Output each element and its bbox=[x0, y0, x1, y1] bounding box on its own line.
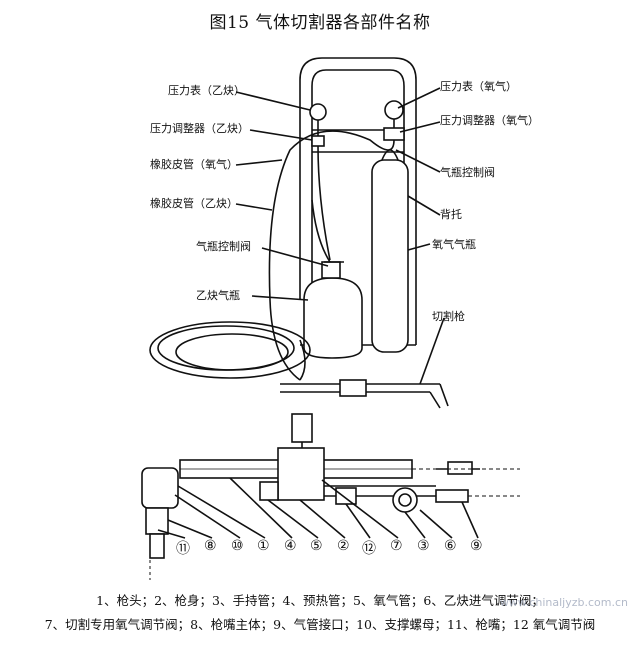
acetylene-valve bbox=[392, 487, 418, 513]
part-number: ⑨ bbox=[470, 538, 483, 554]
part-number: ⑥ bbox=[444, 538, 457, 554]
label-acetylene-cylinder: 乙炔气瓶 bbox=[196, 289, 240, 302]
part-number: ⑧ bbox=[204, 538, 217, 554]
part-number: ④ bbox=[284, 538, 297, 554]
part-number: ② bbox=[337, 538, 350, 554]
caption-line-1: 1、枪头；2、枪身；3、手持管；4、预热管；5、氧气管；6、乙炔进气调节阀； bbox=[96, 593, 544, 608]
part-number: ⑤ bbox=[310, 538, 323, 554]
acetylene-gauge bbox=[309, 103, 327, 121]
cart-frame bbox=[299, 57, 417, 345]
part-number: ⑫ bbox=[362, 541, 376, 557]
part-number: ③ bbox=[417, 538, 430, 554]
label-regulator-oxygen: 压力调整器（氧气） bbox=[440, 114, 539, 127]
part-number: ⑩ bbox=[231, 538, 244, 554]
torch-tip bbox=[141, 467, 179, 509]
cutting-oxygen-valve bbox=[291, 413, 313, 443]
gas-inlet bbox=[435, 489, 469, 503]
figure-title: 图15 气体切割器各部件名称 bbox=[209, 13, 431, 33]
part-number: ① bbox=[257, 538, 270, 554]
label-gauge-oxygen: 压力表（氧气） bbox=[440, 80, 517, 93]
handle-block bbox=[277, 447, 325, 501]
label-gauge-acetylene: 压力表（乙炔） bbox=[168, 84, 245, 97]
label-regulator-acetylene: 压力调整器（乙炔） bbox=[150, 122, 249, 135]
label-bracket: 背托 bbox=[440, 208, 462, 221]
label-valve-right: 气瓶控制阀 bbox=[440, 166, 495, 179]
hose-acetylene bbox=[317, 145, 331, 261]
oxygen-gauge bbox=[384, 100, 404, 120]
label-oxygen-cylinder: 氧气气瓶 bbox=[432, 238, 476, 251]
label-valve-left: 气瓶控制阀 bbox=[196, 240, 251, 253]
label-hose-acetylene: 橡胶皮管（乙炔） bbox=[150, 197, 238, 210]
watermark: www.chinaljyzb.com.cn bbox=[499, 596, 628, 609]
oxygen-cylinder bbox=[371, 159, 409, 353]
acetylene-cylinder bbox=[303, 277, 363, 359]
label-cutting-torch: 切割枪 bbox=[432, 310, 465, 323]
label-hose-oxygen: 橡胶皮管（氧气） bbox=[150, 158, 238, 171]
hose-oxygen bbox=[268, 130, 395, 381]
part-number: ⑦ bbox=[390, 538, 403, 554]
caption-line-2: 7、切割专用氧气调节阀；8、枪嘴主体；9、气管接口；10、支撑螺母；11、枪嘴；… bbox=[44, 617, 596, 632]
part-number: ⑪ bbox=[176, 541, 190, 557]
hose-coil bbox=[149, 321, 311, 379]
